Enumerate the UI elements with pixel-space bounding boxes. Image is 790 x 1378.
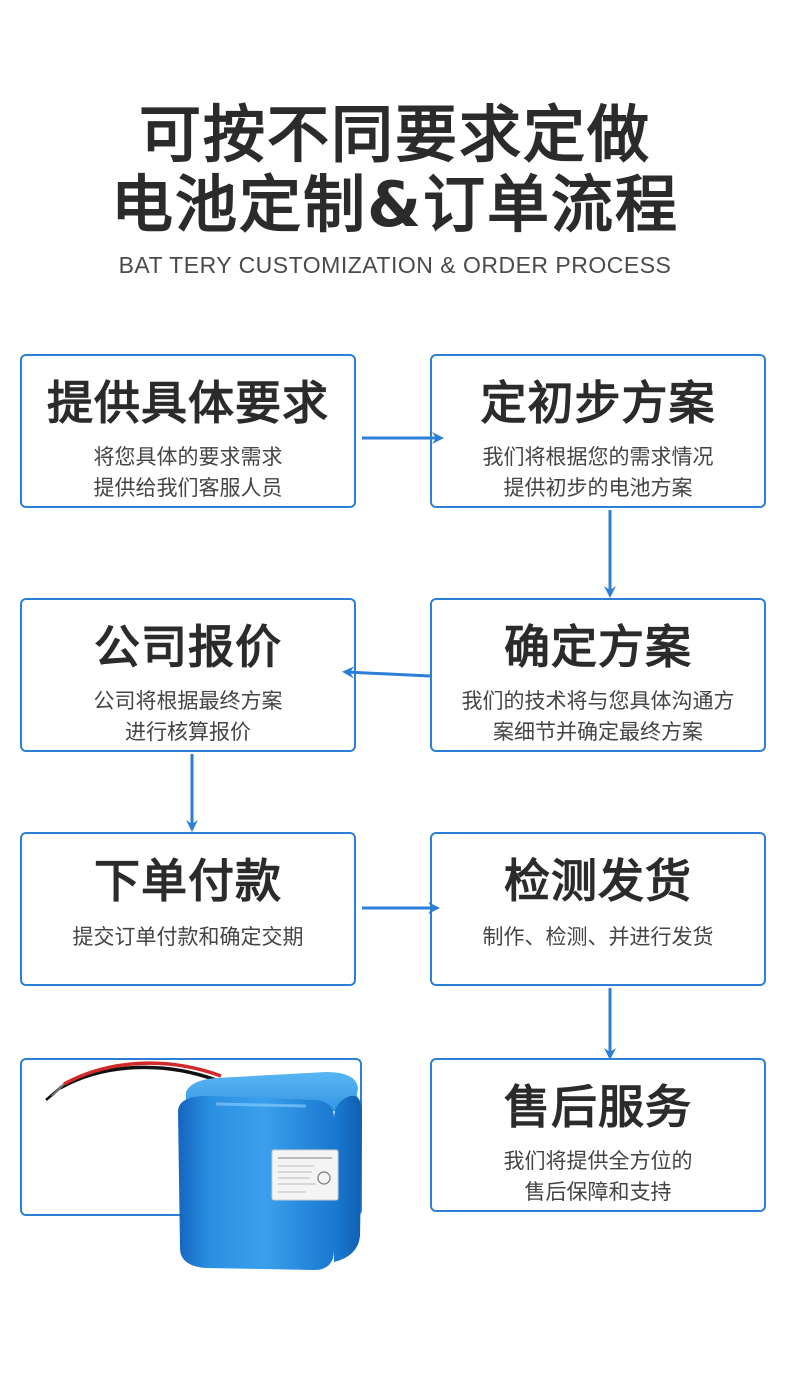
wire-tip bbox=[51, 1083, 65, 1097]
step-description: 将您具体的要求需求 提供给我们客服人员 bbox=[22, 442, 354, 504]
black-wire bbox=[59, 1065, 217, 1090]
battery-pack-image bbox=[45, 1061, 362, 1270]
page-title-line-2: 电池定制&订单流程 bbox=[110, 168, 680, 241]
recycle-icon bbox=[317, 1171, 331, 1185]
step-title: 公司报价 bbox=[94, 620, 282, 674]
step-description-line: 案细节并确定最终方案 bbox=[493, 720, 703, 744]
battery-front bbox=[178, 1096, 334, 1270]
step-card-provide-requirements: 提供具体要求 将您具体的要求需求 提供给我们客服人员 bbox=[20, 354, 356, 508]
step-card-inspect-ship: 检测发货 制作、检测、并进行发货 bbox=[430, 832, 766, 986]
step-description-line: 进行核算报价 bbox=[125, 720, 251, 744]
step-description-line: 公司将根据最终方案 bbox=[93, 689, 283, 713]
highlight bbox=[215, 1102, 307, 1108]
arrow-icon bbox=[342, 666, 431, 679]
step-card-order-payment: 下单付款 提交订单付款和确定交期 bbox=[20, 832, 356, 986]
step-card-company-quote: 公司报价 公司将根据最终方案 进行核算报价 bbox=[20, 598, 356, 752]
step-description: 提交订单付款和确定交期 bbox=[22, 922, 354, 953]
step-title: 检测发货 bbox=[504, 854, 692, 908]
battery-label bbox=[271, 1149, 339, 1201]
step-description: 我们将提供全方位的 售后保障和支持 bbox=[432, 1146, 764, 1208]
step-title: 售后服务 bbox=[504, 1080, 692, 1134]
step-description: 公司将根据最终方案 进行核算报价 bbox=[22, 686, 354, 748]
step-description: 我们将根据您的需求情况 提供初步的电池方案 bbox=[432, 442, 764, 504]
step-description-line: 我们将提供全方位的 bbox=[503, 1149, 693, 1173]
step-description-line: 制作、检测、并进行发货 bbox=[482, 925, 714, 949]
battery-side bbox=[334, 1096, 362, 1262]
step-description: 我们的技术将与您具体沟通方 案细节并确定最终方案 bbox=[432, 686, 764, 748]
step-description-line: 将您具体的要求需求 bbox=[93, 445, 283, 469]
step-description-line: 售后保障和支持 bbox=[524, 1180, 672, 1204]
red-wire bbox=[63, 1061, 222, 1086]
page-title-line-1: 可按不同要求定做 bbox=[138, 98, 651, 171]
step-card-confirm-plan: 确定方案 我们的技术将与您具体沟通方 案细节并确定最终方案 bbox=[430, 598, 766, 752]
step-title: 定初步方案 bbox=[480, 376, 716, 430]
step-description-line: 提供给我们客服人员 bbox=[93, 476, 283, 500]
step-description-line: 我们将根据您的需求情况 bbox=[482, 445, 714, 469]
step-description-line: 提供初步的电池方案 bbox=[503, 476, 693, 500]
step-title: 下单付款 bbox=[94, 854, 282, 908]
step-description-line: 提交订单付款和确定交期 bbox=[72, 925, 304, 949]
step-description: 制作、检测、并进行发货 bbox=[432, 922, 764, 953]
step-title: 提供具体要求 bbox=[47, 376, 329, 430]
step-description-line: 我们的技术将与您具体沟通方 bbox=[461, 689, 735, 713]
step-card-preliminary-plan: 定初步方案 我们将根据您的需求情况 提供初步的电池方案 bbox=[430, 354, 766, 508]
page-subtitle: BAT TERY CUSTOMIZATION & ORDER PROCESS bbox=[118, 252, 672, 278]
step-title: 确定方案 bbox=[504, 620, 692, 674]
step-card-after-sales: 售后服务 我们将提供全方位的 售后保障和支持 bbox=[430, 1058, 766, 1212]
